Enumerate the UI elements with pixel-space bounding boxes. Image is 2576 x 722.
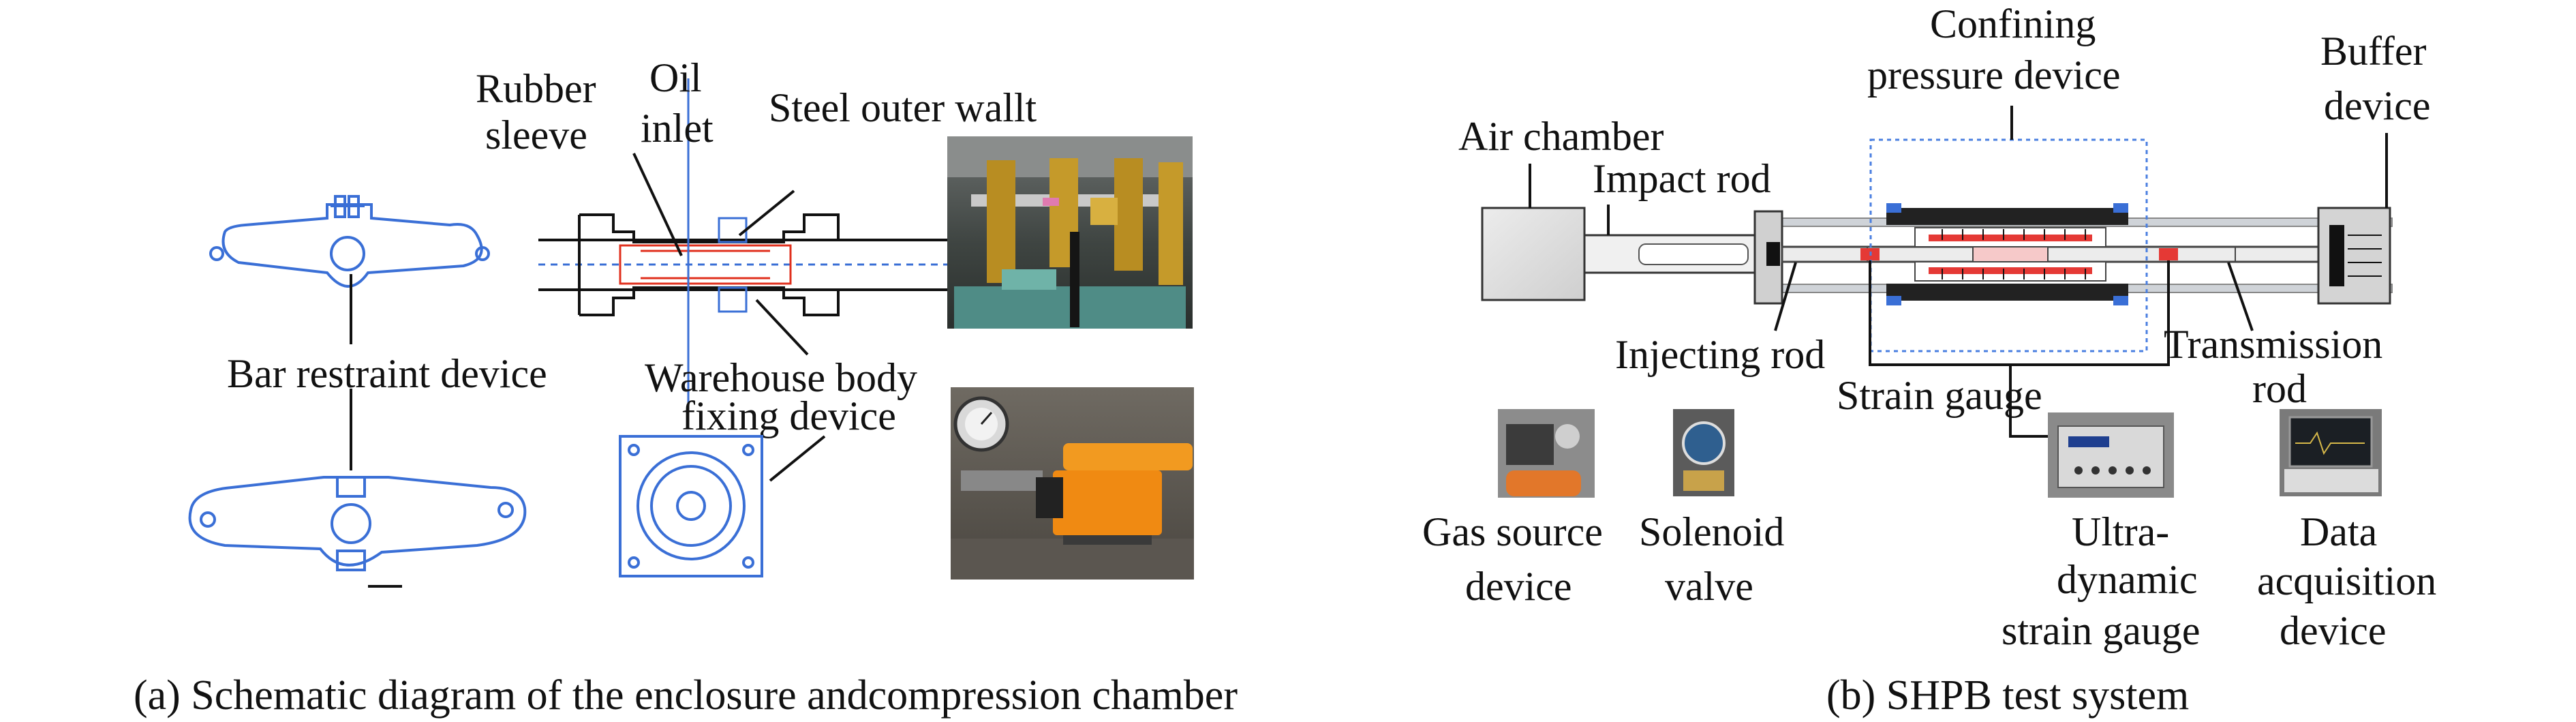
ultra-dynamic-label-2: dynamic [2057,557,2198,602]
rubber-sleeve-label-2: sleeve [485,112,587,157]
buffer-label-1: Buffer [2320,29,2427,74]
oil-inlet-label-1: Oil [649,55,702,100]
gas-source-label-2: device [1465,564,1572,609]
panel-a: Bar restraint device [134,55,1238,719]
transmission-rod-leader [2227,262,2254,331]
gas-source-label-1: Gas source [1422,509,1603,554]
impact-rod [1583,234,1756,274]
ultra-dynamic-strain-gauge-photo [2048,412,2174,498]
warehouse-fixing-device-drawing [619,435,763,577]
data-acquisition-label-3: device [2280,608,2387,653]
warehouse-body-label-1: Warehouse body [645,355,917,400]
bar-system [1781,245,2322,263]
confining-label-2: pressure device [1867,52,2120,97]
bar-restraint-bottom-drawing [188,476,527,571]
solenoid-valve-photo [1673,409,1734,496]
hydraulic-pump-photo [951,387,1194,580]
air-chamber [1481,207,1586,301]
left-end-plate [1753,210,1783,305]
warehouse-body-label-2: fixing device [681,393,896,438]
chamber-section-drawing [538,78,951,409]
panel-b-caption: (b) SHPB test system [1826,672,2189,719]
air-chamber-label: Air chamber [1458,114,1664,159]
solenoid-label-1: Solenoid [1639,509,1784,554]
strain-gauge-label: Strain gauge [1837,373,2042,418]
transmission-rod-label-1: Transmission [2164,322,2382,367]
oil-inlet-label-2: inlet [641,106,714,151]
buffer-label-2: device [2324,83,2431,128]
impact-rod-label: Impact rod [1593,156,1771,201]
injecting-rod-leader [1774,262,1797,331]
rubber-sleeve-label-1: Rubber [476,66,596,111]
gas-source-photo [1498,409,1595,498]
data-acquisition-photo [2280,409,2382,496]
data-acquisition-label-2: acquisition [2257,558,2436,603]
bar-restraint-top-drawing [209,195,490,288]
strain-gauge-right-mark [2159,248,2178,260]
solenoid-label-2: valve [1665,564,1753,609]
confining-label-1: Confining [1930,1,2096,46]
injecting-rod-label: Injecting rod [1615,332,1825,377]
buffer-device [2317,207,2391,305]
confining-pressure-device [1869,138,2148,352]
ultra-dynamic-label-3: strain gauge [2002,608,2201,653]
steel-outer-wall-label: Steel outer wallt [769,85,1037,130]
data-acquisition-label-1: Data [2300,509,2377,554]
panel-b: Confining pressure device Buffer device … [1422,1,2436,719]
ultra-dynamic-label-1: Ultra- [2072,509,2169,554]
panel-a-caption: (a) Schematic diagram of the enclosure a… [134,672,1238,719]
specimen [1972,246,2049,262]
warehouse-fixing-leader [769,435,826,482]
transmission-rod-label-2: rod [2252,366,2307,411]
clamp-photo [947,136,1193,329]
bar-restraint-label: Bar restraint device [227,351,547,396]
